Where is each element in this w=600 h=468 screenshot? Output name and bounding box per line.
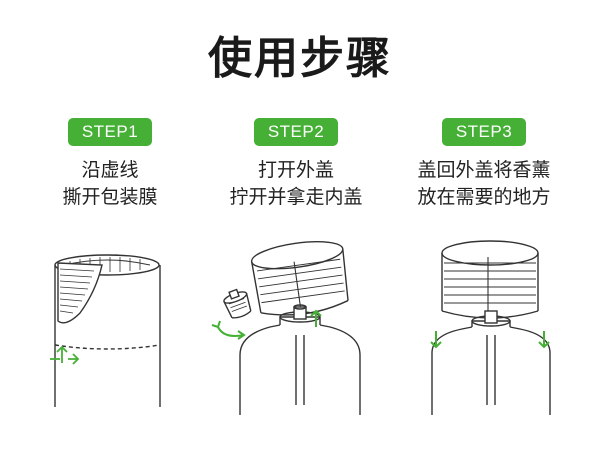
step-3-line-2: 放在需要的地方 [417,186,551,208]
peel-film-illustration [10,235,210,415]
step-2-line-2: 拧开并拿走内盖 [229,186,363,208]
step-2-badge: STEP2 [253,118,339,146]
replace-cap-illustration [392,235,592,415]
step-3-badge: STEP3 [441,118,527,146]
step-1-line-1: 沿虚线 [81,159,139,181]
step-2-line-1: 打开外盖 [257,159,334,181]
step-2-instruction: 打开外盖 拧开并拿走内盖 [206,157,386,211]
page-title: 使用步骤 [208,33,392,84]
step-1: STEP1 沿虚线 撕开包装膜 [20,118,200,211]
step-3-line-1: 盖回外盖将香薰 [417,159,551,181]
step-3: STEP3 盖回外盖将香薰 放在需要的地方 [394,118,574,211]
step-2: STEP2 打开外盖 拧开并拿走内盖 [206,118,386,211]
step-1-badge: STEP1 [67,118,153,146]
step-3-instruction: 盖回外盖将香薰 放在需要的地方 [394,157,574,211]
step-1-line-2: 撕开包装膜 [62,186,158,208]
open-cap-illustration [200,235,400,415]
step-1-instruction: 沿虚线 撕开包装膜 [20,157,200,211]
